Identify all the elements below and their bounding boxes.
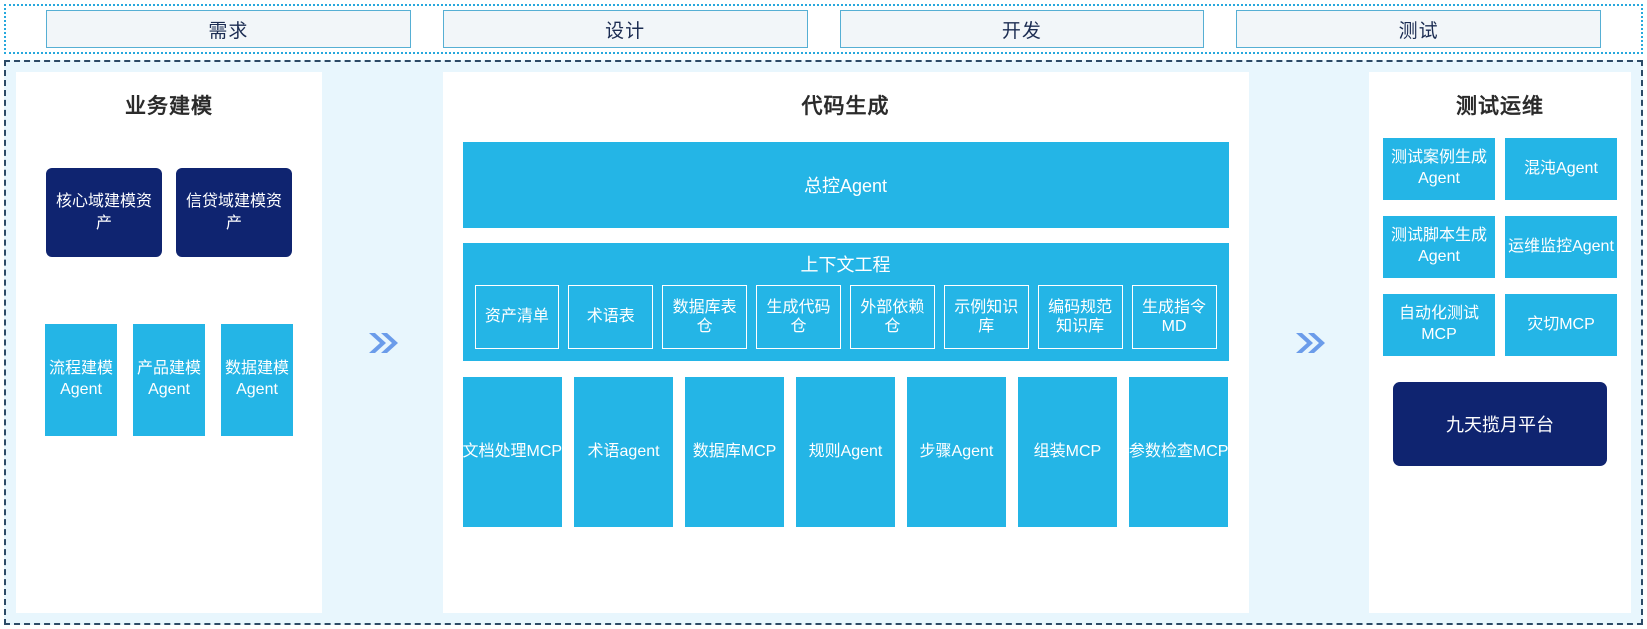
context-item-label: 生成指令MD <box>1142 298 1207 335</box>
tool-box-document-processing-mcp[interactable]: 文档处理MCP <box>462 377 563 527</box>
tool-label: 参数检查MCP <box>1128 442 1229 460</box>
test-box-label: 灾切MCP <box>1527 315 1595 333</box>
test-box-label: 测试案例生成Agent <box>1390 149 1487 187</box>
context-item-asset-inventory[interactable]: 资产清单 <box>474 285 560 349</box>
context-item-generation-instruction-md[interactable]: 生成指令MD <box>1131 285 1217 349</box>
platform-label: 九天揽月平台 <box>1446 415 1554 435</box>
phase-label: 测试 <box>1398 20 1439 42</box>
panel-title-code-generation: 代码生成 <box>801 95 890 118</box>
context-item-glossary[interactable]: 术语表 <box>568 285 654 349</box>
test-box-disaster-switch-mcp[interactable]: 灾切MCP <box>1505 294 1617 356</box>
asset-box-credit-domain[interactable]: 信贷域建模资产 <box>176 168 292 257</box>
test-box-ops-monitoring-agent[interactable]: 运维监控Agent <box>1505 216 1617 278</box>
context-item-example-knowledge-base[interactable]: 示例知识库 <box>943 285 1029 349</box>
main-frame: 业务建模 核心域建模资产 信贷域建模资产 流程建模Agent 产品建模Agent… <box>4 60 1643 625</box>
agent-label: 流程建模Agent <box>48 360 113 398</box>
master-agent-label: 总控Agent <box>803 176 888 196</box>
context-item-db-table-repo[interactable]: 数据库表仓 <box>662 285 748 349</box>
context-engineering-title: 上下文工程 <box>800 255 891 275</box>
tool-label: 步骤Agent <box>919 442 994 460</box>
flow-arrow-left-cell <box>322 72 443 613</box>
phase-label: 设计 <box>605 20 646 42</box>
test-box-label: 混沌Agent <box>1524 159 1598 177</box>
panel-title-test-operations: 测试运维 <box>1456 95 1544 118</box>
context-item-generated-code-repo[interactable]: 生成代码仓 <box>756 285 841 349</box>
test-box-case-generation-agent[interactable]: 测试案例生成Agent <box>1383 138 1495 200</box>
agent-box-process-modeling[interactable]: 流程建模Agent <box>45 324 117 436</box>
asset-label: 核心域建模资产 <box>55 192 152 232</box>
phase-box-design[interactable]: 设计 <box>442 10 808 48</box>
panel-business-modeling: 业务建模 核心域建模资产 信贷域建模资产 流程建模Agent 产品建模Agent… <box>16 72 322 613</box>
agent-label: 产品建模Agent <box>136 360 201 398</box>
context-item-label: 资产清单 <box>484 308 549 326</box>
code-generation-content: 总控Agent 上下文工程 资产清单 术语表 数据库表仓 <box>443 142 1249 527</box>
phase-label: 需求 <box>208 20 249 42</box>
tool-label: 规则Agent <box>808 442 883 460</box>
phase-box-development[interactable]: 开发 <box>839 10 1205 48</box>
tool-label: 数据库MCP <box>692 442 777 460</box>
phase-box-testing[interactable]: 测试 <box>1236 10 1601 48</box>
context-engineering-block: 上下文工程 资产清单 术语表 数据库表仓 生成代码仓 <box>462 243 1229 361</box>
agent-box-product-modeling[interactable]: 产品建模Agent <box>133 324 205 436</box>
context-item-external-dependency-repo[interactable]: 外部依赖仓 <box>850 285 935 349</box>
panel-title-business-modeling: 业务建模 <box>125 95 213 118</box>
tool-box-glossary-agent[interactable]: 术语agent <box>574 377 674 527</box>
tool-box-rule-agent[interactable]: 规则Agent <box>796 377 895 527</box>
context-item-label: 生成代码仓 <box>766 298 831 335</box>
asset-label: 信贷域建模资产 <box>185 192 282 232</box>
test-box-label: 运维监控Agent <box>1508 237 1614 255</box>
context-item-coding-standard-knowledge-base[interactable]: 编码规范知识库 <box>1037 285 1123 349</box>
tool-box-step-agent[interactable]: 步骤Agent <box>906 377 1006 527</box>
business-agents-row: 流程建模Agent 产品建模Agent 数据建模Agent <box>16 324 322 436</box>
phase-bar: 需求 设计 开发 测试 <box>4 4 1643 54</box>
tool-box-parameter-check-mcp[interactable]: 参数检查MCP <box>1128 377 1229 527</box>
double-chevron-right-icon <box>365 326 399 360</box>
agent-box-data-modeling[interactable]: 数据建模Agent <box>221 324 293 436</box>
context-item-label: 外部依赖仓 <box>860 298 925 335</box>
tool-label: 术语agent <box>587 442 660 460</box>
context-item-label: 编码规范知识库 <box>1048 298 1113 335</box>
flow-arrow-right-cell <box>1249 72 1370 613</box>
phase-box-requirements[interactable]: 需求 <box>46 10 411 48</box>
tool-box-database-mcp[interactable]: 数据库MCP <box>685 377 784 527</box>
tools-row: 文档处理MCP 术语agent 数据库MCP 规则Agent 步骤Agent <box>462 377 1229 527</box>
test-box-automation-test-mcp[interactable]: 自动化测试MCP <box>1383 294 1495 356</box>
context-item-label: 数据库表仓 <box>672 298 737 335</box>
tool-box-assembly-mcp[interactable]: 组装MCP <box>1017 377 1117 527</box>
context-items-row: 资产清单 术语表 数据库表仓 生成代码仓 外部依赖仓 <box>463 285 1229 349</box>
asset-box-core-domain[interactable]: 核心域建模资产 <box>46 168 162 257</box>
test-operations-content: 测试案例生成Agent 混沌Agent 测试脚本生成Agent 运维监控Agen… <box>1369 138 1631 466</box>
double-chevron-right-icon <box>1292 326 1326 360</box>
platform-box-jiutian-lanyue[interactable]: 九天揽月平台 <box>1393 382 1607 466</box>
agent-label: 数据建模Agent <box>224 360 289 398</box>
panel-test-operations: 测试运维 测试案例生成Agent 混沌Agent 测试脚本生成Agent 运维监… <box>1369 72 1631 613</box>
tool-label: 组装MCP <box>1033 442 1102 460</box>
phase-label: 开发 <box>1001 20 1042 42</box>
test-box-chaos-agent[interactable]: 混沌Agent <box>1505 138 1617 200</box>
context-item-label: 术语表 <box>586 308 635 326</box>
panel-code-generation: 代码生成 总控Agent 上下文工程 资产清单 术语表 <box>442 72 1249 613</box>
test-box-label: 测试脚本生成Agent <box>1390 227 1487 265</box>
test-box-label: 自动化测试MCP <box>1398 305 1479 343</box>
test-operations-grid: 测试案例生成Agent 混沌Agent 测试脚本生成Agent 运维监控Agen… <box>1383 138 1617 356</box>
context-item-label: 示例知识库 <box>954 298 1019 335</box>
business-assets-row: 核心域建模资产 信贷域建模资产 <box>16 168 322 257</box>
master-agent-bar[interactable]: 总控Agent <box>462 142 1229 228</box>
test-box-script-generation-agent[interactable]: 测试脚本生成Agent <box>1383 216 1495 278</box>
tool-label: 文档处理MCP <box>462 442 563 460</box>
